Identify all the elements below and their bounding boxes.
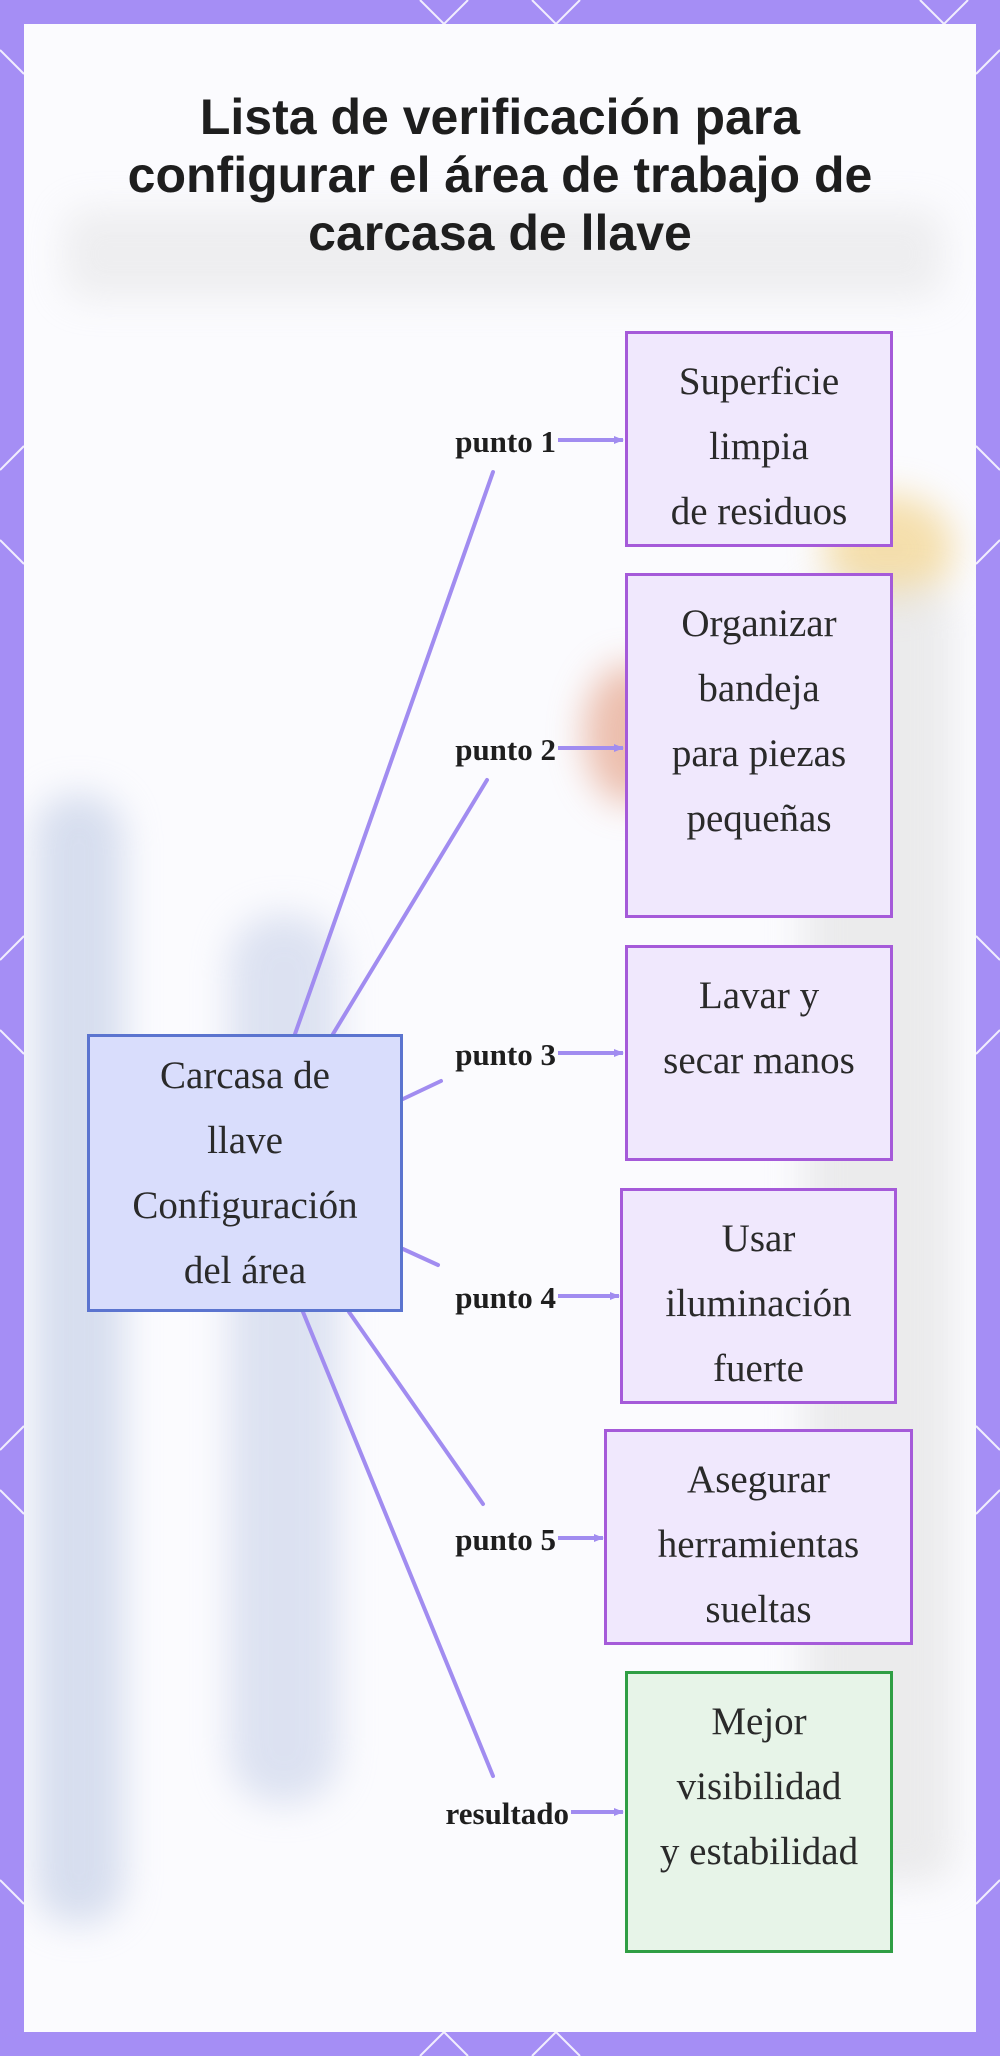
item-line: Superficie — [678, 360, 840, 403]
page-title: Lista de verificación para configurar el… — [60, 88, 940, 262]
item-box-4: Usar iluminación fuerte — [620, 1188, 897, 1404]
item-line: Mejor — [711, 1700, 807, 1743]
item-line: limpia — [709, 425, 809, 468]
edge-label-5: punto 5 — [455, 1522, 556, 1557]
edge-label-1: punto 1 — [455, 424, 556, 459]
item-line: Lavar y — [698, 974, 820, 1017]
item-line: herramientas — [657, 1523, 860, 1566]
center-line: del área — [183, 1249, 307, 1292]
edge-label-2: punto 2 — [455, 732, 556, 767]
item-line: secar manos — [663, 1039, 855, 1082]
center-line: Carcasa de — [160, 1054, 330, 1097]
item-line: Usar — [721, 1217, 796, 1260]
item-line: Organizar — [681, 602, 837, 645]
branch-line-3 — [401, 1079, 443, 1101]
item-line: iluminación — [665, 1282, 852, 1325]
item-line: pequeñas — [686, 797, 832, 840]
item-box-3: Lavar y secar manos — [625, 945, 893, 1161]
item-line: fuerte — [713, 1347, 804, 1390]
item-line: visibilidad — [676, 1765, 842, 1808]
branch-line-1 — [293, 470, 495, 1036]
item-box-5: Asegurar herramientas sueltas — [604, 1429, 913, 1645]
item-line: Asegurar — [687, 1458, 830, 1501]
center-node: Carcasa de llave Configuración del área — [87, 1034, 403, 1312]
item-line: bandeja — [698, 667, 820, 710]
item-line: y estabilidad — [659, 1830, 859, 1873]
item-box-1: Superficie limpia de residuos — [625, 331, 893, 547]
branch-line-2 — [331, 778, 489, 1036]
item-line: sueltas — [705, 1588, 812, 1631]
background-image — [64, 209, 944, 299]
edge-label-3: punto 3 — [455, 1037, 556, 1072]
item-line: de residuos — [670, 490, 848, 533]
result-box: Mejor visibilidad y estabilidad — [625, 1671, 893, 1953]
item-line: para piezas — [671, 732, 847, 775]
title-line: Lista de verificación para — [199, 89, 801, 145]
center-line: Configuración — [132, 1184, 358, 1227]
edge-label-4: punto 4 — [455, 1280, 556, 1315]
item-box-2: Organizar bandeja para piezas pequeñas — [625, 573, 893, 918]
branch-line-6 — [301, 1310, 495, 1778]
title-line: carcasa de llave — [308, 205, 692, 261]
title-line: configurar el área de trabajo de — [127, 147, 873, 203]
edge-label-6: resultado — [445, 1796, 569, 1831]
center-line: llave — [207, 1119, 283, 1162]
branch-line-4 — [401, 1247, 440, 1267]
branch-line-5 — [347, 1310, 485, 1506]
background-image — [34, 794, 124, 1924]
